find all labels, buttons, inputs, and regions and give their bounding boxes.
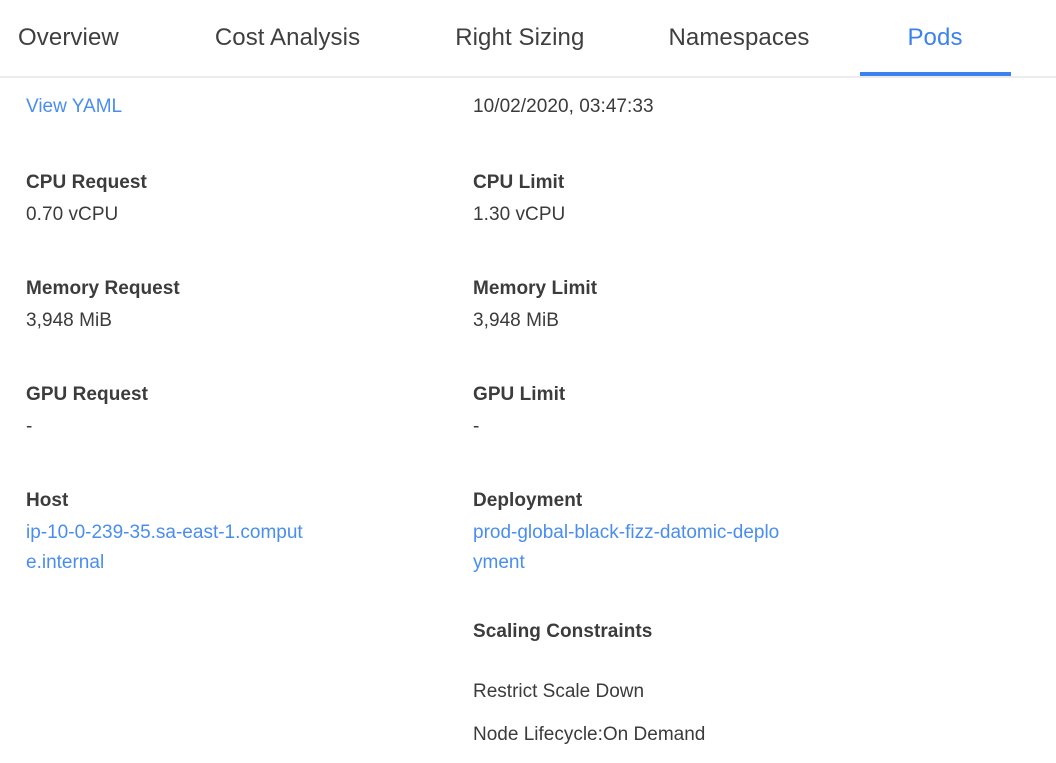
host-link-line-1: ip-10-0-239-35.sa-east-1.comput	[26, 522, 303, 544]
tab-cost-analysis-label: Cost Analysis	[214, 24, 361, 51]
field-gpu-request: GPU Request -	[26, 380, 464, 442]
host-label: Host	[26, 489, 69, 511]
pod-detail-left-column: View YAML CPU Request 0.70 vCPU Memory R…	[0, 96, 464, 763]
deployment-link-line-2: yment	[473, 552, 525, 574]
memory-limit-value: 3,948 MiB	[473, 310, 559, 332]
active-tab-indicator	[859, 72, 1011, 76]
gpu-request-label: GPU Request	[26, 383, 148, 405]
tab-pods-label: Pods	[907, 24, 963, 51]
scaling-constraint-item: Node Lifecycle:On Demand	[473, 723, 706, 745]
deployment-label: Deployment	[473, 489, 583, 511]
cpu-limit-label: CPU Limit	[473, 172, 565, 193]
scaling-constraints-label: Scaling Constraints	[473, 621, 653, 643]
gpu-request-value: -	[26, 416, 33, 438]
field-memory-limit: Memory Limit 3,948 MiB	[473, 274, 1056, 336]
deployment-link-line-1: prod-global-black-fizz-datomic-deplo	[473, 522, 780, 544]
pod-detail-right-column: 10/02/2020, 03:47:33 CPU Limit 1.30 vCPU…	[464, 96, 1056, 763]
gpu-limit-value: -	[473, 416, 480, 438]
memory-request-value: 3,948 MiB	[26, 310, 112, 332]
spacer	[473, 650, 1056, 677]
cpu-limit-value: 1.30 vCPU	[473, 204, 566, 226]
timestamp-value: 10/02/2020, 03:47:33	[473, 96, 654, 117]
field-cpu-limit: CPU Limit 1.30 vCPU	[473, 168, 1056, 230]
tab-namespaces-label: Namespaces	[668, 24, 810, 51]
gpu-limit-label: GPU Limit	[473, 383, 566, 405]
spacer	[26, 138, 464, 168]
spacer	[473, 138, 1056, 168]
tab-cost-analysis[interactable]: Cost Analysis	[215, 0, 455, 76]
memory-limit-label: Memory Limit	[473, 277, 598, 299]
field-scaling-constraints: Scaling Constraints Restrict Scale Down …	[473, 617, 1056, 749]
cpu-request-label: CPU Request	[26, 172, 147, 193]
host-link[interactable]: ip-10-0-239-35.sa-east-1.comput e.intern…	[26, 518, 356, 578]
timestamp-row: 10/02/2020, 03:47:33	[473, 96, 1056, 138]
tab-pods[interactable]: Pods	[859, 0, 1011, 76]
spacer	[26, 242, 464, 274]
field-gpu-limit: GPU Limit -	[473, 380, 1056, 442]
host-link-line-2: e.internal	[26, 552, 105, 574]
memory-request-label: Memory Request	[26, 277, 180, 299]
spacer	[26, 348, 464, 380]
spacer	[473, 590, 1056, 617]
deployment-link[interactable]: prod-global-black-fizz-datomic-deplo yme…	[473, 518, 803, 578]
tab-overview-label: Overview	[18, 24, 119, 51]
cpu-request-value: 0.70 vCPU	[26, 204, 119, 226]
field-memory-request: Memory Request 3,948 MiB	[26, 274, 464, 336]
field-cpu-request: CPU Request 0.70 vCPU	[26, 168, 464, 230]
tab-namespaces[interactable]: Namespaces	[668, 0, 859, 76]
tab-right-sizing[interactable]: Right Sizing	[455, 0, 668, 76]
tab-list: Overview Cost Analysis Right Sizing Name…	[0, 0, 1056, 76]
view-yaml-link[interactable]: View YAML	[26, 96, 123, 117]
spacer	[473, 348, 1056, 380]
tab-bar: Overview Cost Analysis Right Sizing Name…	[0, 0, 1056, 78]
spacer	[473, 242, 1056, 274]
field-deployment: Deployment prod-global-black-fizz-datomi…	[473, 486, 1056, 578]
pod-detail-panel: View YAML CPU Request 0.70 vCPU Memory R…	[0, 78, 1056, 763]
field-host: Host ip-10-0-239-35.sa-east-1.comput e.i…	[26, 486, 464, 578]
scaling-constraint-item: Restrict Scale Down	[473, 680, 645, 702]
tab-overview[interactable]: Overview	[0, 0, 215, 76]
spacer	[26, 454, 464, 486]
tab-right-sizing-label: Right Sizing	[455, 24, 585, 51]
spacer	[473, 454, 1056, 486]
view-yaml-row: View YAML	[26, 96, 464, 138]
